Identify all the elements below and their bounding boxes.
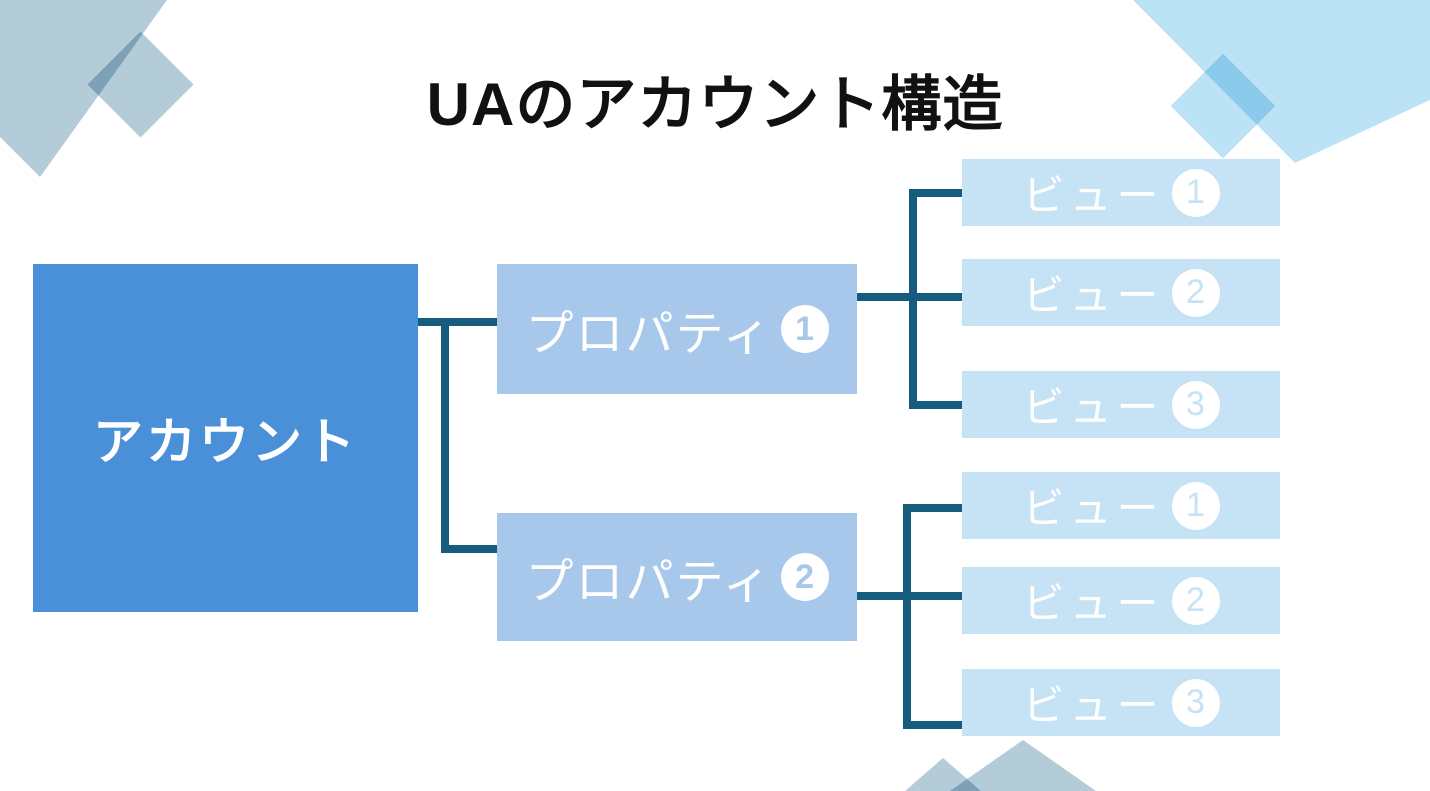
- view-1-2-number-badge: 2: [1171, 268, 1220, 317]
- view-1-1-number-badge: 1: [1171, 168, 1220, 217]
- view-box-1-3: ビュー 3: [962, 371, 1280, 438]
- property-box-2: プロパティ 2: [497, 513, 857, 641]
- view-2-1-number-badge: 1: [1171, 481, 1220, 530]
- view-2-2-number-badge: 2: [1171, 576, 1220, 625]
- connector-property1-to-view3: [909, 401, 965, 409]
- view-1-2-label: ビュー: [1022, 272, 1164, 319]
- connector-account-to-property2: [441, 545, 502, 553]
- connector-property2-to-view3: [903, 721, 965, 729]
- view-box-2-3: ビュー 3: [962, 669, 1280, 736]
- view-box-2-2: ビュー 2: [962, 567, 1280, 634]
- connector-property2-to-view1: [903, 504, 965, 512]
- view-2-3-number-badge: 3: [1171, 678, 1220, 727]
- view-box-2-1: ビュー 1: [962, 472, 1280, 539]
- property-1-label: プロパティ: [525, 308, 773, 361]
- connector-account-trunk: [441, 318, 449, 553]
- property-box-1: プロパティ 1: [497, 264, 857, 394]
- decoration-triangle-bottom-small: [905, 758, 981, 791]
- page-title: UAのアカウント構造: [426, 71, 1004, 138]
- account-box: アカウント: [33, 264, 418, 612]
- view-2-2-label: ビュー: [1022, 580, 1164, 627]
- connector-property1-to-view1: [909, 189, 965, 197]
- property-2-number-badge: 2: [780, 553, 829, 601]
- view-1-3-number-badge: 3: [1171, 380, 1220, 429]
- connector-property2-trunk: [903, 504, 911, 729]
- connector-property2-to-view2: [855, 592, 965, 600]
- connector-property1-to-view2: [855, 293, 965, 301]
- view-2-1-label: ビュー: [1022, 485, 1164, 532]
- view-2-3-label: ビュー: [1022, 682, 1164, 729]
- view-box-1-2: ビュー 2: [962, 259, 1280, 326]
- connector-account-branch: [418, 318, 502, 326]
- view-1-1-label: ビュー: [1022, 172, 1164, 219]
- view-box-1-1: ビュー 1: [962, 159, 1280, 226]
- account-label: アカウント: [93, 414, 358, 470]
- property-2-label: プロパティ: [525, 556, 773, 609]
- property-1-number-badge: 1: [780, 305, 829, 353]
- view-1-3-label: ビュー: [1022, 384, 1164, 431]
